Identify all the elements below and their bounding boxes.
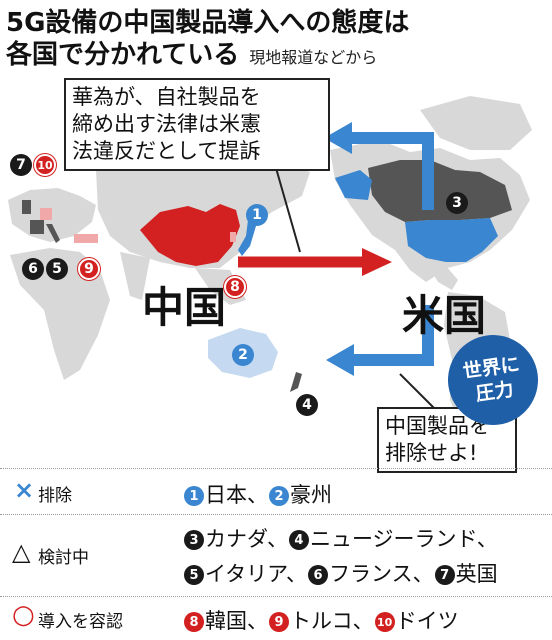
considering-symbol: △ — [12, 538, 31, 566]
legend-country-new-zealand: ニュージーランド、 — [309, 527, 498, 551]
us-pressure-arrow-bottom-path — [352, 305, 434, 366]
alaska-shape — [335, 170, 372, 200]
germany-shape — [40, 208, 52, 220]
marker-uk: 7 — [10, 154, 32, 176]
legend-label-considering: 検討中 — [38, 548, 89, 568]
italy-shape — [46, 224, 60, 243]
legend-country-japan: 日本、 — [205, 483, 268, 507]
greenland-shape — [420, 96, 532, 150]
japan-shape — [238, 220, 256, 256]
us-pressure-arrow-bottom-head — [326, 344, 354, 376]
marker-japan: 1 — [246, 204, 268, 226]
new-zealand-shape — [290, 372, 302, 392]
callout-exclude-line2: 排除せよ! — [385, 441, 478, 465]
france-shape — [30, 220, 44, 234]
korea-shape — [230, 232, 236, 242]
marker-turkey: 9 — [78, 258, 100, 280]
exclude-symbol: × — [14, 476, 35, 504]
marker-canada: 3 — [446, 192, 468, 214]
legend-country-canada: カナダ、 — [205, 527, 288, 551]
legend-num-2: 2 — [269, 486, 289, 506]
uk-shape — [22, 200, 31, 214]
title-line1: 5G設備の中国製品導入への態度は — [6, 8, 410, 38]
legend-num-10: 10 — [374, 612, 395, 632]
marker-australia: 2 — [232, 344, 254, 366]
callout-lawsuit-line3: 法違反だとして提訴 — [72, 139, 261, 163]
legend-country-italy: イタリア、 — [205, 562, 308, 586]
usa-label: 米国 — [402, 291, 487, 340]
legend-divider-1 — [0, 514, 552, 515]
source-note: 現地報道などから — [249, 48, 378, 67]
legend-country-uk: 英国 — [455, 562, 498, 586]
china-to-us-arrow-head — [362, 248, 392, 276]
legend-num-1: 1 — [184, 486, 204, 506]
legend-country-turkey: トルコ、 — [290, 609, 374, 633]
legend-label-allow: 導入を容認 — [38, 612, 123, 632]
marker-korea: 8 — [224, 276, 246, 298]
us-pressure-arrow-top-path — [350, 132, 434, 210]
legend-country-australia: 豪州 — [290, 483, 332, 507]
callout-lawsuit: 華為が、自社製品を 締め出す法律は米憲 法違反だとして提訴 — [64, 78, 330, 171]
legend-country-germany: ドイツ — [395, 609, 459, 633]
pressure-line2: 圧力 — [474, 378, 516, 406]
legend-num-7: 7 — [434, 565, 455, 585]
africa-shape — [10, 248, 110, 380]
callout-bottom-pointer — [399, 373, 437, 411]
marker-france: 6 — [22, 258, 44, 280]
legend-label-exclude: 排除 — [38, 486, 72, 506]
legend-num-4: 4 — [288, 530, 309, 550]
callout-exclude: 中国製品を 排除せよ! — [377, 407, 517, 473]
callout-lawsuit-line2: 締め出す法律は米憲 — [72, 112, 261, 136]
us-pressure-arrow-top-head — [324, 122, 352, 154]
title-line2: 各国で分かれている現地報道などから — [6, 34, 377, 71]
legend-divider-top — [0, 468, 552, 469]
legend-num-6: 6 — [308, 565, 329, 585]
marker-new-zealand: 4 — [296, 394, 318, 416]
title-main: 各国で分かれている — [6, 40, 240, 70]
india-shape — [120, 252, 150, 300]
callout-lawsuit-line1: 華為が、自社製品を — [72, 85, 261, 109]
china-label: 中国 — [142, 283, 227, 332]
legend-num-8: 8 — [184, 612, 204, 632]
legend-divider-2 — [0, 596, 552, 597]
legend-num-3: 3 — [184, 530, 204, 550]
allow-symbol: ○ — [12, 600, 35, 630]
legend-num-9: 9 — [269, 612, 289, 632]
turkey-shape — [74, 234, 98, 243]
marker-germany: 10 — [34, 154, 56, 176]
china-shape — [140, 204, 240, 266]
central-america-shape — [426, 262, 458, 290]
legend-num-5: 5 — [184, 565, 204, 585]
legend-country-korea: 韓国、 — [205, 609, 268, 633]
marker-italy: 5 — [46, 258, 68, 280]
usa-shape — [405, 218, 498, 262]
canada-shape — [368, 160, 512, 222]
legend-country-france: フランス、 — [329, 562, 434, 586]
